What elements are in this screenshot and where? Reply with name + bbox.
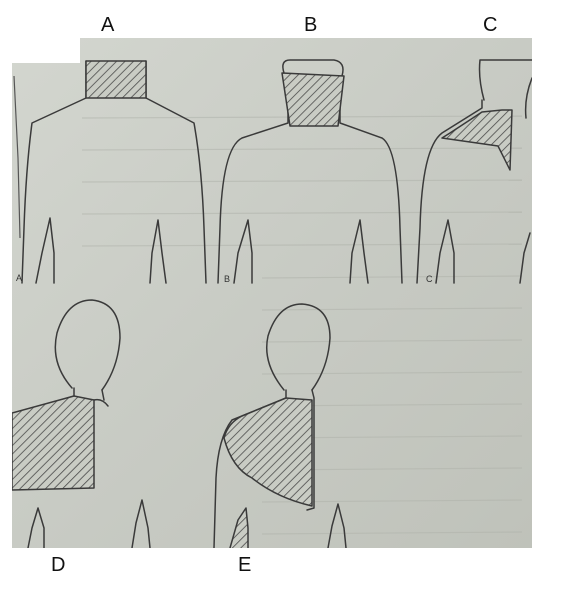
label-e: E xyxy=(238,554,251,577)
panel-letter-c: C xyxy=(426,274,433,284)
label-b: B xyxy=(304,14,317,37)
label-d: D xyxy=(51,554,65,577)
panel-letter-a: A xyxy=(16,273,22,283)
label-c: C xyxy=(483,14,497,37)
figure-b-hatched-region xyxy=(282,73,344,126)
dermatome-diagram-photo: A B C xyxy=(12,38,532,548)
panel-letter-b: B xyxy=(224,274,230,284)
figure-d-hatched-region xyxy=(12,396,94,490)
label-a: A xyxy=(101,14,114,37)
figure-a-hatched-region xyxy=(86,61,146,98)
